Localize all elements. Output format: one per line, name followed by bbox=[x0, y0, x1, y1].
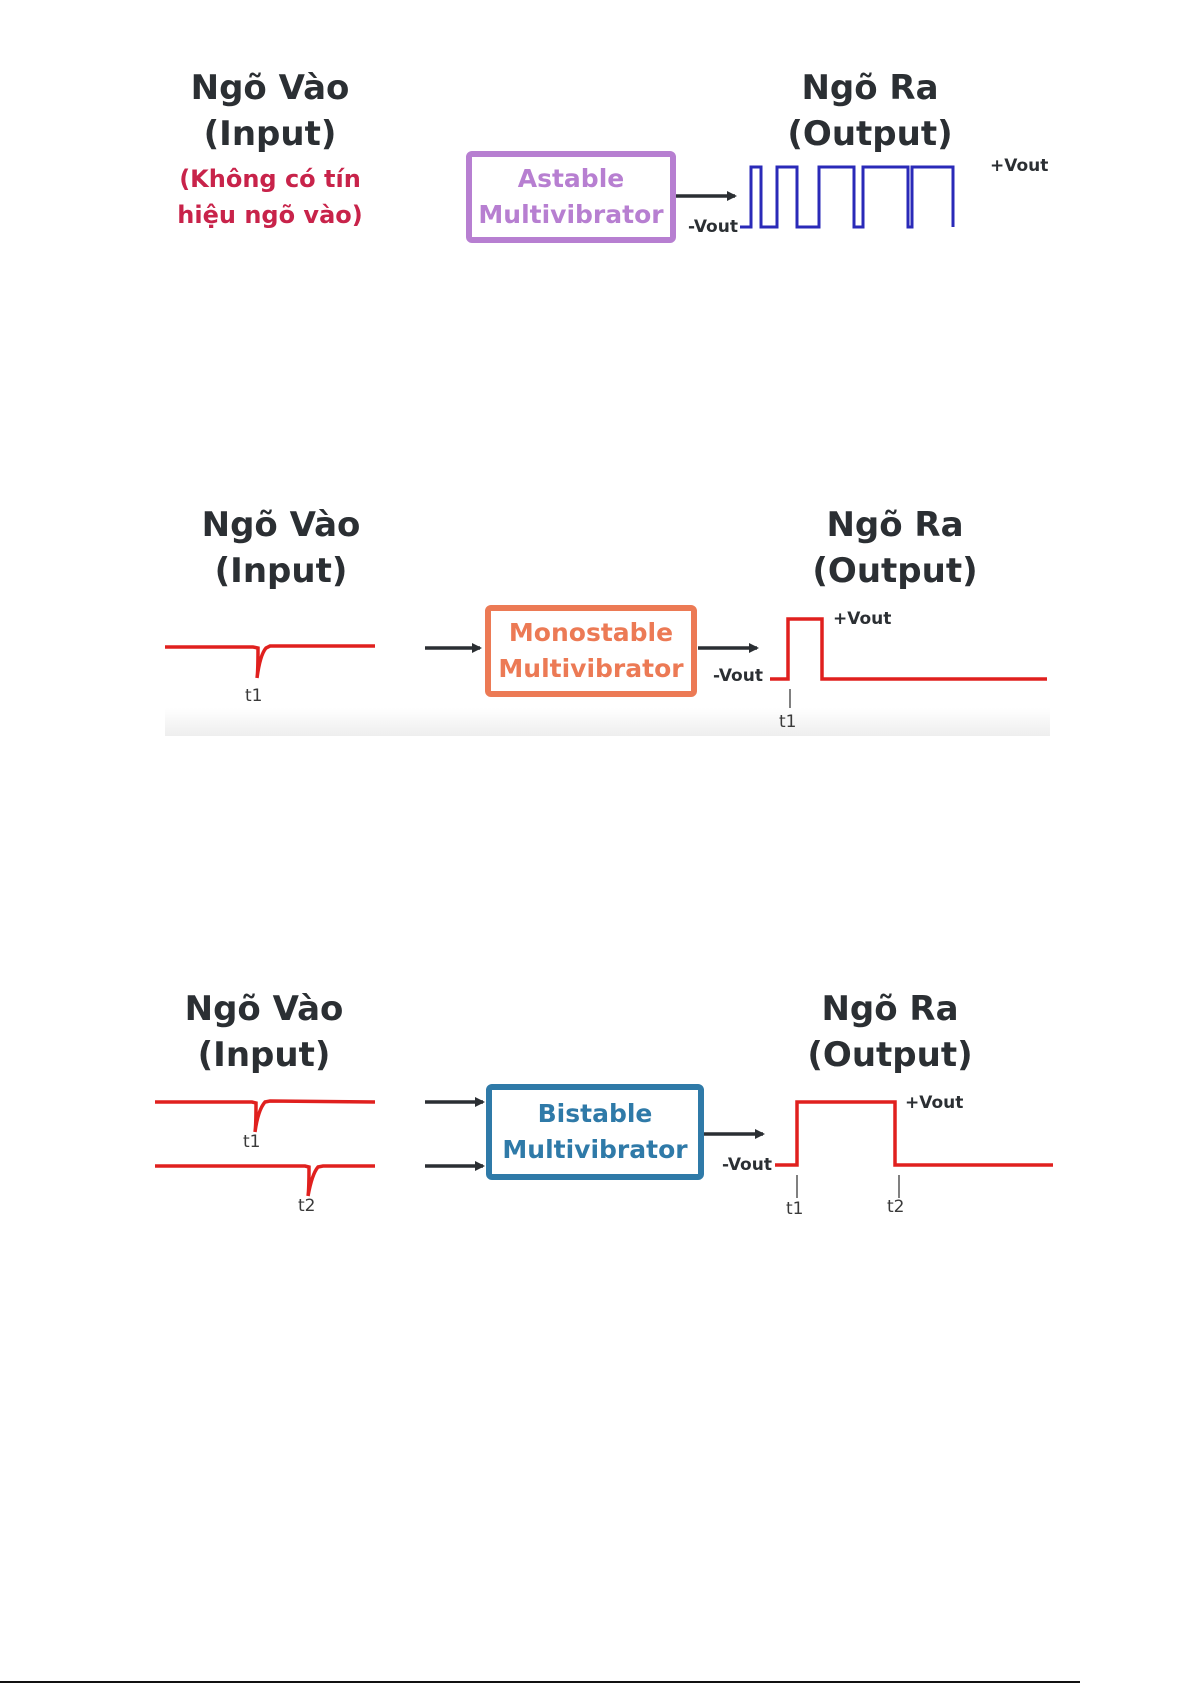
output-title-line2: (Output) bbox=[787, 114, 953, 154]
bistable-input-t1: t1 bbox=[243, 1132, 261, 1152]
box-label-line2: Multivibrator bbox=[498, 654, 684, 683]
monostable-input-t1: t1 bbox=[245, 686, 263, 706]
output-title-line2: (Output) bbox=[812, 551, 978, 591]
astable-vout-high: +Vout bbox=[990, 156, 1049, 176]
astable-output-title: Ngõ Ra (Output) bbox=[770, 65, 970, 157]
box-label-line1: Bistable bbox=[537, 1099, 653, 1128]
astable-vout-low: -Vout bbox=[688, 217, 738, 237]
input-note-line2: hiệu ngõ vào) bbox=[177, 201, 363, 229]
bistable-output-t1: t1 bbox=[786, 1199, 804, 1219]
page-bottom-rule bbox=[0, 1681, 1080, 1683]
bistable-input-t2: t2 bbox=[298, 1196, 316, 1216]
input-title-line2: (Input) bbox=[203, 114, 337, 154]
astable-square-wave bbox=[740, 165, 955, 229]
output-title-line1: Ngõ Ra bbox=[821, 989, 959, 1029]
box-label-line1: Astable bbox=[517, 164, 625, 193]
monostable-background-shade bbox=[165, 708, 1050, 736]
monostable-vout-low: -Vout bbox=[713, 666, 763, 686]
output-title-line1: Ngõ Ra bbox=[826, 505, 964, 545]
astable-input-title: Ngõ Vào (Input) bbox=[170, 65, 370, 157]
bistable-output-t2: t2 bbox=[887, 1197, 905, 1217]
monostable-multivibrator-box: Monostable Multivibrator bbox=[485, 605, 697, 697]
bistable-output-title: Ngõ Ra (Output) bbox=[790, 986, 990, 1078]
input-title-line2: (Input) bbox=[197, 1035, 331, 1075]
bistable-output-pulse bbox=[775, 1100, 1053, 1167]
box-label-line2: Multivibrator bbox=[478, 200, 664, 229]
output-title-line2: (Output) bbox=[807, 1035, 973, 1075]
input-title-line2: (Input) bbox=[214, 551, 348, 591]
astable-input-note: (Không có tín hiệu ngõ vào) bbox=[150, 161, 390, 233]
monostable-input-pulse bbox=[165, 644, 375, 679]
bistable-multivibrator-box: Bistable Multivibrator bbox=[486, 1084, 704, 1180]
astable-multivibrator-box: Astable Multivibrator bbox=[466, 151, 676, 243]
input-title-line1: Ngõ Vào bbox=[190, 68, 350, 108]
monostable-vout-high: +Vout bbox=[833, 609, 892, 629]
input-title-line1: Ngõ Vào bbox=[201, 505, 361, 545]
input-title-line1: Ngõ Vào bbox=[184, 989, 344, 1029]
box-label-line2: Multivibrator bbox=[502, 1135, 688, 1164]
bistable-input1-pulse bbox=[155, 1099, 376, 1133]
bistable-vout-high: +Vout bbox=[905, 1093, 964, 1113]
monostable-output-title: Ngõ Ra (Output) bbox=[795, 502, 995, 594]
monostable-output-pulse bbox=[770, 617, 1047, 681]
bistable-vout-low: -Vout bbox=[722, 1155, 772, 1175]
bistable-input-title: Ngõ Vào (Input) bbox=[164, 986, 364, 1078]
bistable-input2-pulse bbox=[155, 1164, 375, 1197]
monostable-input-title: Ngõ Vào (Input) bbox=[181, 502, 381, 594]
output-title-line1: Ngõ Ra bbox=[801, 68, 939, 108]
monostable-output-t1: t1 bbox=[779, 712, 797, 732]
input-note-line1: (Không có tín bbox=[179, 165, 361, 193]
box-label-line1: Monostable bbox=[508, 618, 674, 647]
